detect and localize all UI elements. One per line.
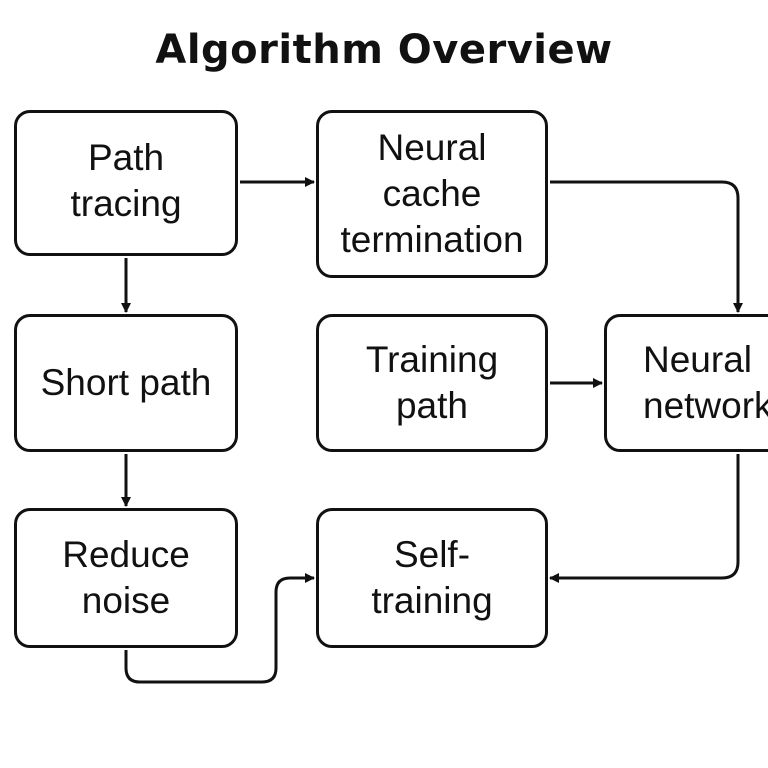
arrow-noise-to-self (124, 573, 315, 684)
node-short-path: Short path (14, 314, 238, 452)
node-neural-cache-termination-label: Neural cache termination (340, 127, 524, 260)
node-neural-cache-termination: Neural cache termination (316, 110, 548, 278)
diagram-title: Algorithm Overview (155, 27, 613, 73)
node-path-tracing: Path tracing (14, 110, 238, 256)
node-neural-network: Neural network (604, 314, 768, 452)
node-neural-network-label: Neural network (643, 339, 768, 426)
node-self-training: Self- training (316, 508, 548, 648)
node-training-path-label: Training path (365, 339, 499, 426)
node-training-path: Training path (316, 314, 548, 452)
node-self-training-label: Self- training (371, 534, 493, 621)
node-reduce-noise-label: Reduce noise (62, 534, 190, 621)
arrow-network-to-self (549, 454, 740, 583)
node-reduce-noise: Reduce noise (14, 508, 238, 648)
node-short-path-label: Short path (40, 362, 212, 403)
arrow-cache-to-network (550, 180, 743, 313)
node-path-tracing-label: Path tracing (70, 137, 182, 224)
